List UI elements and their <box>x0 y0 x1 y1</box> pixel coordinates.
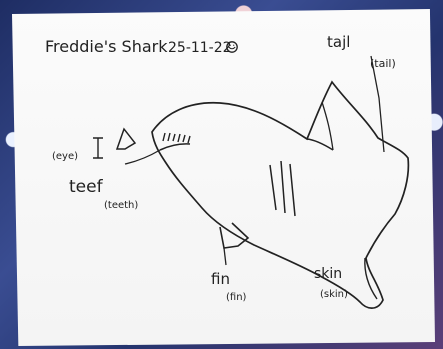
gill-lines <box>269 160 296 217</box>
teeth-annotation: (teeth) <box>104 200 138 211</box>
tail-lower-detail <box>364 257 378 300</box>
smiley-icon <box>226 41 238 53</box>
eye-annotation: (eye) <box>52 151 78 162</box>
drawing-title: Freddie's Shark <box>45 37 168 56</box>
back-fin-ridge <box>321 101 334 151</box>
skin-written-label: skin <box>314 266 342 282</box>
mouth-line <box>159 143 191 151</box>
teeth-pointer-line <box>124 149 161 165</box>
fin-pointer-line <box>223 247 227 266</box>
fin-mark <box>219 222 250 249</box>
eye-mark <box>115 127 137 150</box>
drawing-date: 25-11-22 <box>168 40 232 56</box>
fin-written-label: fin <box>211 270 230 288</box>
drawing-paper <box>12 9 435 346</box>
tail-pointer-line <box>370 55 385 153</box>
eye-bracket-mark <box>93 137 103 159</box>
tail-written-label: tajl <box>327 33 350 51</box>
skin-annotation: (skin) <box>320 289 348 300</box>
tail-annotation: (tail) <box>370 57 396 70</box>
back-fin-detail <box>306 138 334 151</box>
teeth-written-label: teef <box>69 177 104 197</box>
shark-body-outline <box>151 80 410 309</box>
fin-annotation: (fin) <box>226 292 247 303</box>
teeth-mark <box>162 132 191 144</box>
